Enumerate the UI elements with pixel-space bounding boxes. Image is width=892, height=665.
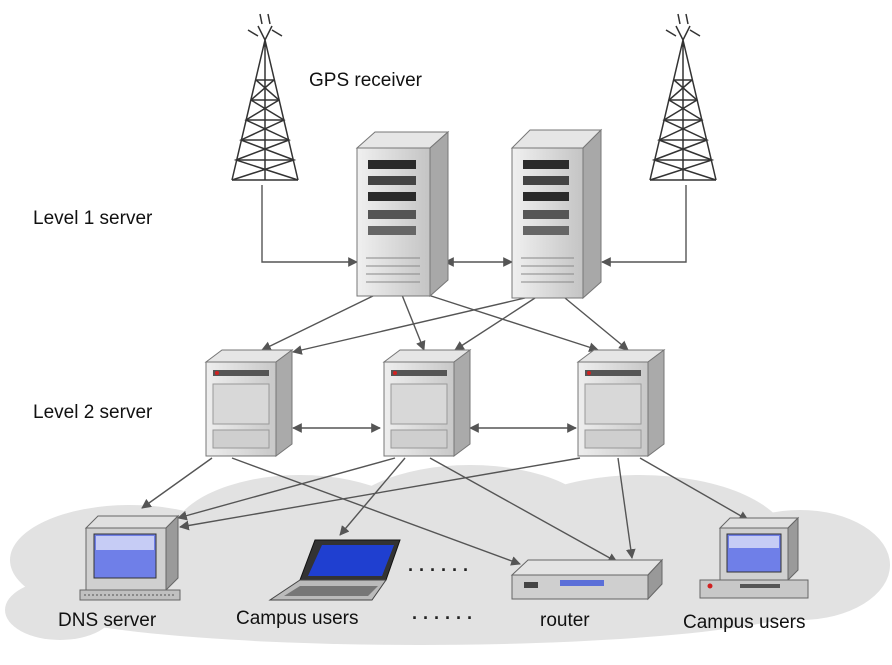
router-icon [510,558,664,601]
connection-lines [141,185,749,566]
dots-lower: · · · · · · [412,608,473,628]
campus-users-left-label: Campus users [236,608,359,629]
desktop-computer-icon [79,514,181,601]
antenna-tower-icon [649,13,717,181]
campus-users-right-label: Campus users [683,612,806,633]
laptop-icon [268,539,401,601]
server-tower-icon [355,130,450,298]
router-label: router [540,610,590,631]
level2-server-label: Level 2 server [33,402,153,423]
dots-upper: · · · · · · [408,560,469,580]
level1-server-label: Level 1 server [33,208,153,229]
server-box-icon [382,349,472,457]
server-tower-icon [510,128,603,300]
dns-server-label: DNS server [58,610,157,631]
gps-receiver-label: GPS receiver [309,70,422,91]
server-box-icon [576,349,666,457]
server-box-icon [204,349,294,457]
antenna-tower-icon [231,13,299,181]
desktop-computer-icon [699,516,809,599]
